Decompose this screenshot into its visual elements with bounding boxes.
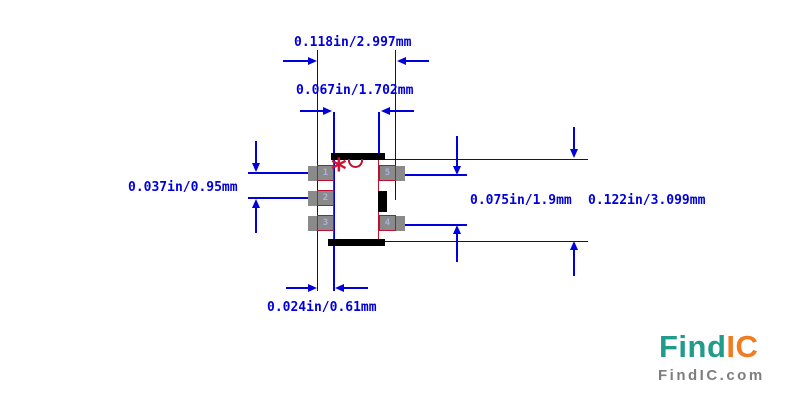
logo-text-find: Find <box>659 329 727 364</box>
pad-number-3: 3 <box>322 217 329 228</box>
reference-line-row3-right <box>395 224 467 226</box>
copper-pad-left-3 <box>308 216 333 231</box>
pin-outline-4: 4 <box>379 215 396 231</box>
arrowhead-left <box>397 57 406 65</box>
arrow-shaft <box>255 207 257 233</box>
polarity-notch <box>348 159 363 168</box>
arrow-shaft <box>456 233 458 262</box>
extension-line-right-outer <box>395 50 396 200</box>
arrowhead-right <box>323 107 332 115</box>
arrow-shaft <box>300 110 323 112</box>
arrowhead-down <box>570 149 578 158</box>
pin-outline-5: 5 <box>379 165 396 181</box>
arrow-shaft <box>573 127 575 151</box>
arrowhead-right <box>308 57 317 65</box>
reference-line-body-top <box>382 159 588 160</box>
arrow-shaft <box>389 110 414 112</box>
arrow-shaft <box>344 287 368 289</box>
arrow-shaft <box>573 249 575 276</box>
arrow-shaft <box>283 60 308 62</box>
extension-line-right-inner <box>378 112 380 160</box>
body-top-bar <box>331 153 385 160</box>
copper-pad-right-bottom <box>380 216 405 231</box>
findic-logo: FindIC <box>659 331 758 362</box>
arrowhead-left <box>335 284 344 292</box>
reference-line-pad2-center <box>248 197 334 199</box>
reference-line-pad1-center <box>248 172 334 174</box>
reference-line-body-bottom <box>382 241 588 242</box>
copper-pad-left-2 <box>308 191 333 206</box>
copper-pad-right-top <box>380 166 405 181</box>
arrowhead-up <box>570 241 578 250</box>
pin-outline-3: 3 <box>317 215 334 231</box>
pad-number-1: 1 <box>322 167 329 178</box>
dimension-label-lead-span: 0.118in/2.997mm <box>294 35 412 50</box>
pad-number-4: 4 <box>384 217 391 228</box>
dimension-label-row-spacing: 0.075in/1.9mm <box>470 193 572 208</box>
pin1-marker: * <box>331 153 347 188</box>
arrow-shaft <box>286 287 308 289</box>
arrowhead-up <box>453 225 461 234</box>
arrowhead-down <box>252 163 260 172</box>
arrowhead-up <box>252 199 260 208</box>
arrow-shaft <box>405 60 429 62</box>
arrow-shaft <box>456 136 458 168</box>
arrowhead-right <box>308 284 317 292</box>
logo-text-ic: IC <box>726 329 759 364</box>
copper-pad-left-1 <box>308 166 333 181</box>
logo-site-text: FindIC.com <box>658 367 765 384</box>
pad-number-5: 5 <box>384 167 391 178</box>
reference-line-row1-right <box>395 174 467 176</box>
dimension-label-pad-width: 0.024in/0.61mm <box>267 300 377 315</box>
dimension-label-pad-pitch: 0.037in/0.95mm <box>128 180 238 195</box>
arrowhead-left <box>381 107 390 115</box>
body-side-block <box>378 191 387 212</box>
arrowhead-down <box>453 166 461 175</box>
pin-outline-2: 2 <box>317 190 334 206</box>
dimension-label-body-width: 0.067in/1.702mm <box>296 83 414 98</box>
extension-line-left-inner <box>333 112 335 291</box>
pad-number-2: 2 <box>322 192 329 203</box>
arrow-shaft <box>255 141 257 165</box>
body-bottom-bar <box>328 239 385 246</box>
dimension-label-overall: 0.122in/3.099mm <box>588 193 706 208</box>
